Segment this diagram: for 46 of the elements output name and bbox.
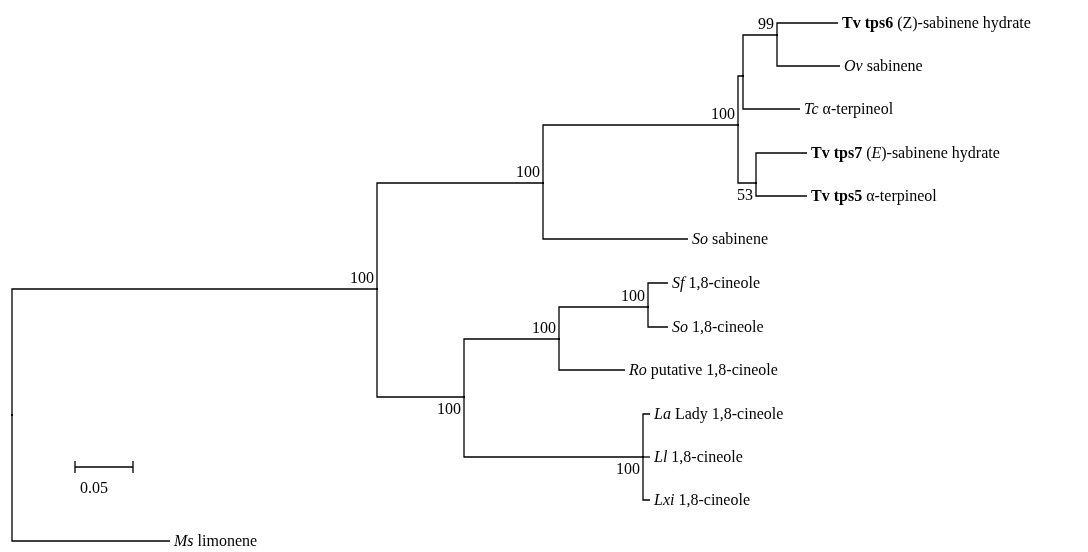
tree-branch bbox=[642, 456, 651, 501]
tree-branch bbox=[642, 413, 651, 458]
tree-branch bbox=[463, 396, 644, 458]
tree-branch bbox=[376, 182, 544, 290]
tree-branch bbox=[558, 306, 649, 340]
taxon-label: Ll 1,8-cineole bbox=[653, 447, 743, 467]
taxon-label: Tv tps6 (Z)-sabinene hydrate bbox=[841, 13, 1031, 33]
tree-branch bbox=[755, 182, 808, 197]
tree-branch bbox=[11, 414, 171, 542]
tree-branch bbox=[463, 338, 560, 398]
tree-branch bbox=[742, 34, 778, 77]
tree-branch bbox=[647, 282, 669, 308]
tree-branch bbox=[755, 152, 808, 184]
taxon-label: Ms limonene bbox=[173, 531, 258, 551]
bootstrap-value: 100 bbox=[531, 319, 556, 337]
taxon-label: Ov sabinene bbox=[843, 56, 923, 76]
bootstrap-value: 99 bbox=[757, 15, 774, 33]
tree-branch bbox=[11, 288, 378, 416]
taxon-label: So 1,8-cineole bbox=[671, 317, 764, 337]
tree-branch bbox=[737, 124, 757, 184]
tree-branch bbox=[742, 75, 801, 110]
taxon-label: La Lady 1,8-cineole bbox=[653, 404, 784, 424]
taxon-label: Tv tps5 α-terpineol bbox=[810, 186, 937, 206]
tree-branch bbox=[558, 338, 626, 371]
taxon-label: Tv tps7 (E)-sabinene hydrate bbox=[810, 143, 1000, 163]
taxon-label: Ro putative 1,8-cineole bbox=[628, 360, 778, 380]
tree-branch bbox=[776, 22, 839, 36]
bootstrap-value: 100 bbox=[436, 400, 461, 418]
taxon-label: Tc α-terpineol bbox=[803, 99, 894, 119]
tree-branch bbox=[776, 34, 841, 67]
bootstrap-value: 100 bbox=[349, 269, 374, 287]
tree-branch bbox=[376, 288, 465, 398]
tree-branch bbox=[642, 456, 651, 458]
tree-branch bbox=[542, 182, 689, 240]
bootstrap-value: 100 bbox=[515, 163, 540, 181]
taxon-label: Lxi 1,8-cineole bbox=[653, 490, 750, 510]
tree-branch bbox=[737, 75, 744, 126]
scale-value: 0.05 bbox=[80, 478, 108, 498]
bootstrap-value: 100 bbox=[710, 105, 735, 123]
tree-branch bbox=[542, 124, 739, 184]
bootstrap-value: 100 bbox=[620, 287, 645, 305]
taxon-label: So sabinene bbox=[691, 229, 768, 249]
tree-branch bbox=[647, 306, 669, 328]
bootstrap-value: 53 bbox=[736, 186, 753, 204]
bootstrap-value: 100 bbox=[615, 460, 640, 478]
taxon-label: Sf 1,8-cineole bbox=[671, 273, 760, 293]
